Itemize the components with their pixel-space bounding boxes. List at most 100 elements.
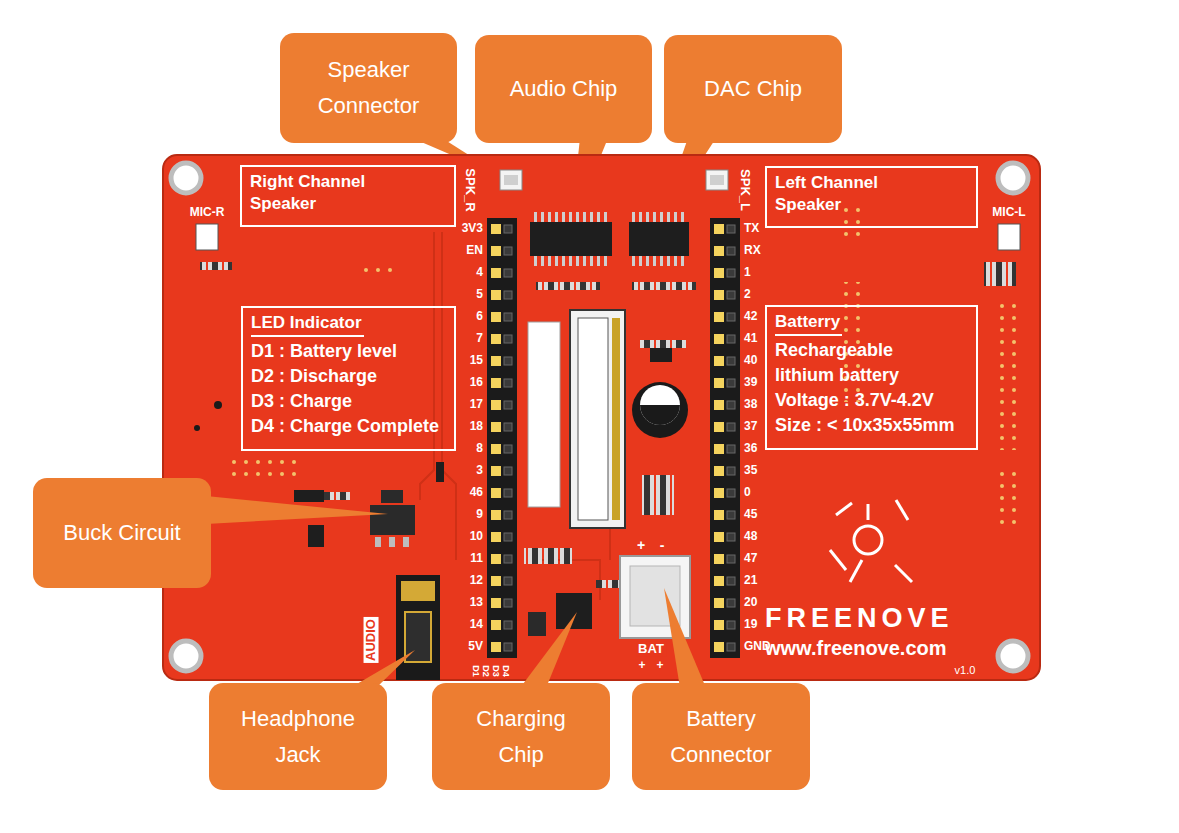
pin-label: 5V bbox=[468, 640, 483, 654]
pin-label: 3V3 bbox=[462, 222, 483, 236]
speaker-connector bbox=[710, 175, 724, 185]
pin-label: 2 bbox=[744, 288, 751, 302]
polarity-mark: + bbox=[637, 537, 645, 553]
polarity-mark: - bbox=[660, 537, 665, 553]
smd-row bbox=[632, 282, 696, 290]
website: www.freenove.com bbox=[765, 637, 947, 660]
led-label: D1 bbox=[471, 665, 481, 677]
connector-label: SPK_R bbox=[463, 168, 478, 211]
buck-regulator-lead bbox=[389, 537, 395, 547]
smd-part bbox=[436, 462, 444, 482]
pin-label: 17 bbox=[470, 398, 483, 412]
fpc-connector bbox=[528, 322, 560, 507]
chip-pins bbox=[631, 256, 687, 266]
pin-label: 8 bbox=[476, 442, 483, 456]
panel-text: D4 : Charge Complete bbox=[251, 414, 439, 439]
pin-label: 11 bbox=[470, 552, 483, 566]
info-panel: Left Channel Speaker bbox=[765, 166, 978, 228]
led-label: D4 bbox=[501, 665, 511, 677]
pin-label: 37 bbox=[744, 420, 757, 434]
panel-text: D1 : Battery level bbox=[251, 339, 397, 364]
buck-regulator-lead bbox=[375, 537, 381, 547]
pin-label: 19 bbox=[744, 618, 757, 632]
fpc-connector bbox=[570, 310, 625, 528]
callout-box: Headphone Jack bbox=[209, 683, 387, 790]
audio-chip bbox=[530, 222, 612, 256]
microphone bbox=[998, 224, 1020, 250]
callout-pointer bbox=[520, 612, 577, 688]
via-field bbox=[843, 205, 867, 241]
pin-label: 3 bbox=[476, 464, 483, 478]
pin-label: 45 bbox=[744, 508, 757, 522]
via-field bbox=[360, 262, 396, 276]
pin-label: TX bbox=[744, 222, 759, 236]
pin-label: 14 bbox=[470, 618, 483, 632]
mic-label: MIC-R bbox=[190, 206, 225, 220]
panel-text: D2 : Discharge bbox=[251, 364, 377, 389]
buck-regulator-tab bbox=[381, 490, 403, 503]
mic-label: MIC-L bbox=[992, 206, 1025, 220]
via-field bbox=[228, 455, 300, 479]
pin-label: 35 bbox=[744, 464, 757, 478]
pin-label: 40 bbox=[744, 354, 757, 368]
logo bbox=[850, 560, 862, 582]
pin-label: 48 bbox=[744, 530, 757, 544]
logo bbox=[895, 565, 912, 582]
pcb-trace bbox=[420, 232, 456, 560]
buck-regulator-lead bbox=[403, 537, 409, 547]
via-field bbox=[1000, 470, 1024, 530]
pin-header bbox=[487, 218, 517, 658]
brand-name: FREENOVE bbox=[765, 603, 954, 634]
headphone-jack-contact bbox=[401, 581, 435, 601]
panel-heading: LED Indicator bbox=[251, 312, 364, 337]
pcb-board bbox=[163, 155, 1040, 680]
callout-text: Battery Connector bbox=[656, 701, 786, 773]
chip-pins bbox=[631, 212, 687, 222]
smd-row bbox=[984, 262, 1016, 286]
logo bbox=[896, 500, 908, 520]
callout-text: Speaker Connector bbox=[304, 52, 434, 124]
pin-label: 36 bbox=[744, 442, 757, 456]
headphone-jack bbox=[396, 575, 440, 680]
logo bbox=[830, 550, 846, 570]
chip-pins bbox=[532, 212, 610, 222]
callout-box: Audio Chip bbox=[475, 35, 652, 143]
callout-text: Buck Circuit bbox=[63, 515, 180, 551]
pin-label: 13 bbox=[470, 596, 483, 610]
callout-box: Speaker Connector bbox=[280, 33, 457, 143]
panel-text: Size : < 10x35x55mm bbox=[775, 413, 955, 438]
pin-label: 21 bbox=[744, 574, 757, 588]
coin-cell bbox=[632, 382, 688, 438]
panel-text: Left Channel Speaker bbox=[775, 172, 925, 216]
fiducial bbox=[214, 401, 222, 409]
pin-label: 7 bbox=[476, 332, 483, 346]
coin-cell bbox=[640, 385, 680, 425]
callout-box: Charging Chip bbox=[432, 683, 610, 790]
logo bbox=[836, 503, 852, 515]
pin-label: 0 bbox=[744, 486, 751, 500]
mounting-hole bbox=[998, 163, 1028, 193]
buck-regulator bbox=[370, 505, 415, 535]
charging-chip bbox=[556, 593, 592, 629]
pin-label: 42 bbox=[744, 310, 757, 324]
mounting-hole bbox=[998, 641, 1028, 671]
logo bbox=[867, 504, 870, 520]
pin-label: 5 bbox=[476, 288, 483, 302]
pin-label: 18 bbox=[470, 420, 483, 434]
led-label: D2 bbox=[481, 665, 491, 677]
fiducial bbox=[194, 425, 200, 431]
pin-label: 15 bbox=[470, 354, 483, 368]
polarity-mark: + bbox=[656, 659, 663, 673]
smd-row bbox=[200, 262, 232, 270]
pin-label: 41 bbox=[744, 332, 757, 346]
callout-box: Battery Connector bbox=[632, 683, 810, 790]
chip-pins bbox=[532, 256, 610, 266]
pin-label: 16 bbox=[470, 376, 483, 390]
panel-text: Right Channel Speaker bbox=[250, 171, 400, 215]
speaker-connector bbox=[504, 175, 518, 185]
callout-pointer bbox=[206, 496, 388, 524]
mounting-hole bbox=[171, 641, 201, 671]
panel-text: Voltage : 3.7V-4.2V bbox=[775, 388, 934, 413]
info-panel: BatterryRechargeable lithium batteryVolt… bbox=[765, 305, 978, 450]
speaker-connector bbox=[500, 170, 522, 190]
